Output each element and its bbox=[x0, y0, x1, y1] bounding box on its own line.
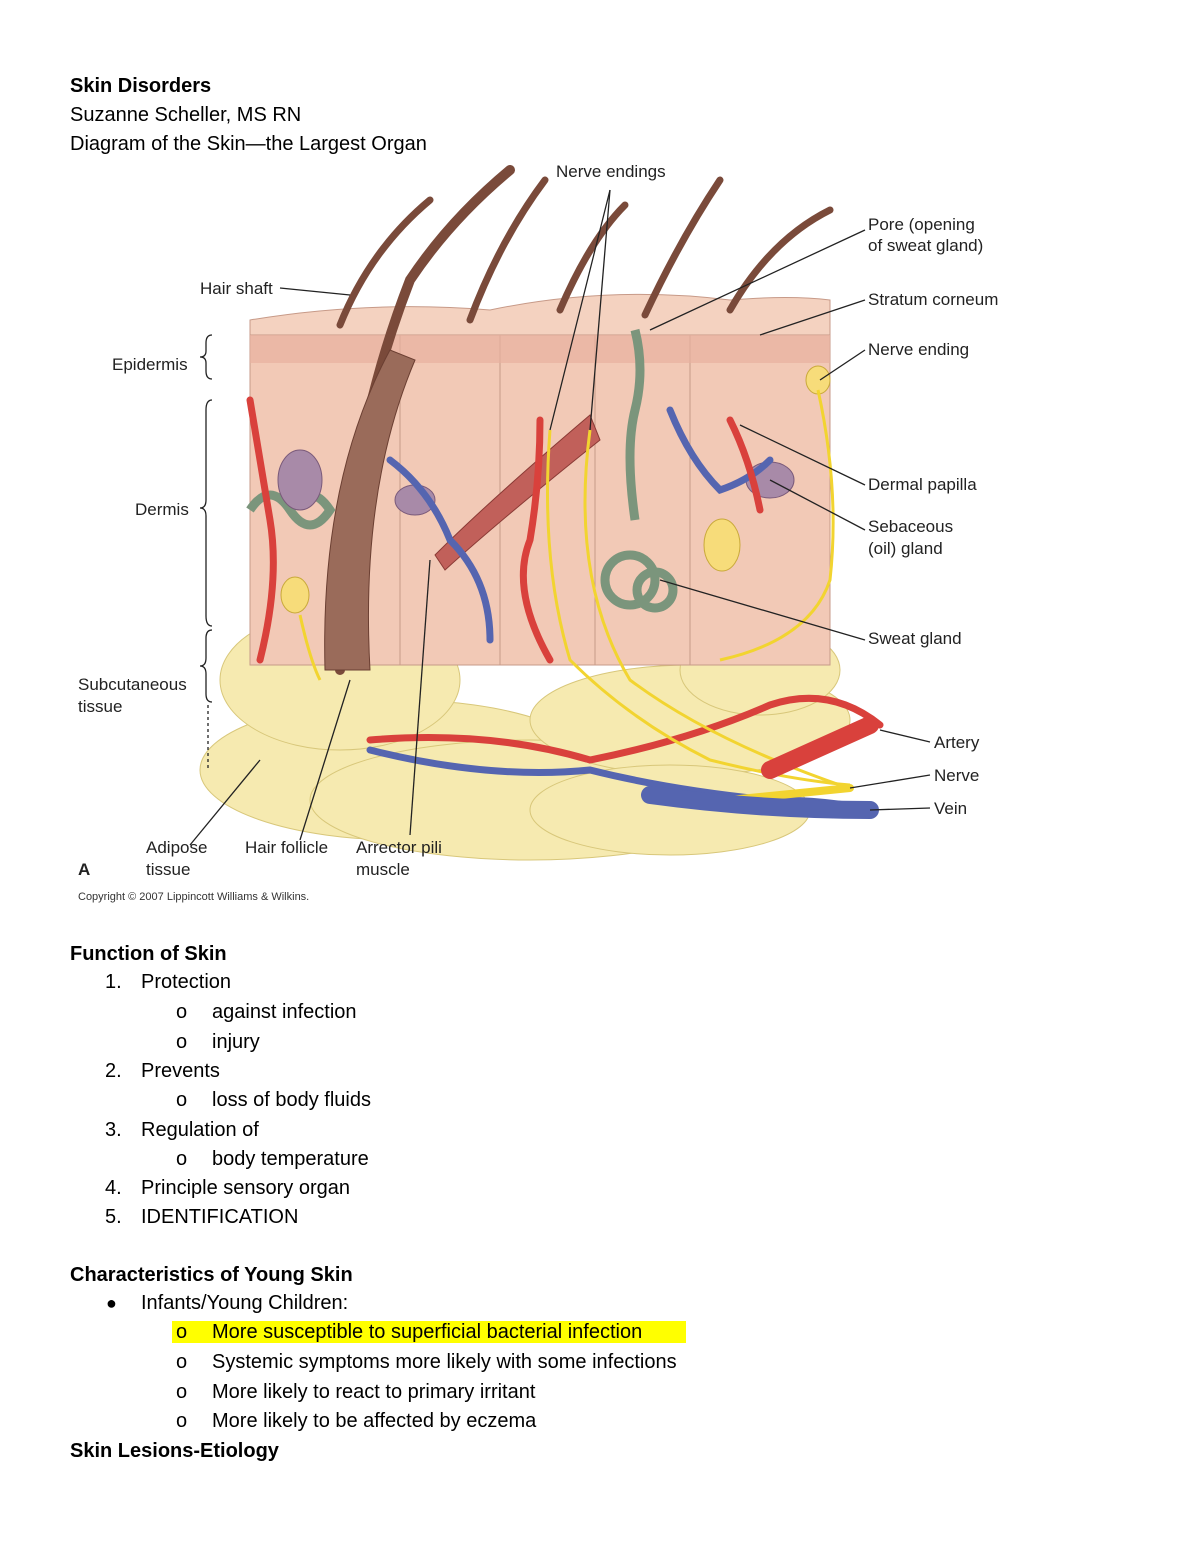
list-item: IDENTIFICATION bbox=[141, 1206, 299, 1228]
nerve-ending-bodies bbox=[280, 365, 831, 614]
highlighted-list-subitem: o More susceptible to superficial bacter… bbox=[172, 1321, 686, 1343]
label-nerve-endings: Nerve endings bbox=[556, 162, 666, 181]
list-subitem: More likely to react to primary irritant bbox=[212, 1381, 536, 1403]
list-number: 2. bbox=[105, 1060, 122, 1082]
label-sweat-gland: Sweat gland bbox=[868, 629, 962, 648]
list-item: Infants/Young Children: bbox=[141, 1292, 349, 1314]
circle-bullet-icon: o bbox=[176, 1148, 188, 1170]
section-heading-lesions: Skin Lesions-Etiology bbox=[70, 1440, 279, 1462]
vessel-tubes bbox=[641, 716, 879, 819]
list-subitem: More likely to be affected by eczema bbox=[212, 1410, 537, 1432]
label-pore-1: Pore (opening bbox=[868, 215, 975, 234]
section-heading-young-skin: Characteristics of Young Skin bbox=[70, 1264, 353, 1286]
copyright-notice: Copyright © 2007 Lippincott Williams & W… bbox=[78, 891, 309, 903]
circle-bullet-icon: o bbox=[176, 1410, 188, 1432]
label-adipose-1: Adipose bbox=[146, 838, 207, 857]
label-epidermis: Epidermis bbox=[112, 355, 188, 374]
label-artery: Artery bbox=[934, 733, 980, 752]
label-vein: Vein bbox=[934, 799, 967, 818]
list-subitem: loss of body fluids bbox=[212, 1089, 371, 1111]
label-nerve: Nerve bbox=[934, 766, 979, 785]
circle-bullet-icon: o bbox=[176, 1321, 188, 1343]
label-arrector-1: Arrector pili bbox=[356, 838, 442, 857]
list-subitem: Systemic symptoms more likely with some … bbox=[212, 1351, 677, 1373]
list-number: 5. bbox=[105, 1206, 122, 1228]
list-subitem: body temperature bbox=[212, 1148, 369, 1170]
label-pore-2: of sweat gland) bbox=[868, 236, 983, 255]
list-item: Protection bbox=[141, 971, 232, 993]
list-subitem: injury bbox=[212, 1031, 260, 1053]
list-number: 4. bbox=[105, 1177, 122, 1199]
label-dermis: Dermis bbox=[135, 500, 189, 519]
circle-bullet-icon: o bbox=[176, 1089, 188, 1111]
list-item: Prevents bbox=[141, 1060, 220, 1082]
label-hair-shaft: Hair shaft bbox=[200, 279, 273, 298]
list-item: Regulation of bbox=[141, 1119, 259, 1141]
section-heading-function: Function of Skin bbox=[70, 943, 227, 965]
arrector-pili-muscle bbox=[434, 414, 601, 571]
label-dermal-papilla: Dermal papilla bbox=[868, 475, 977, 494]
layer-braces bbox=[199, 334, 213, 770]
label-adipose-2: tissue bbox=[146, 860, 190, 879]
circle-bullet-icon: o bbox=[176, 1351, 188, 1373]
list-item: Principle sensory organ bbox=[141, 1177, 350, 1199]
label-subcutaneous-2: tissue bbox=[78, 697, 122, 716]
circle-bullet-icon: o bbox=[176, 1381, 188, 1403]
leader-lines bbox=[189, 189, 931, 846]
label-nerve-ending: Nerve ending bbox=[868, 340, 969, 359]
label-sebaceous-1: Sebaceous bbox=[868, 517, 953, 536]
label-stratum-corneum: Stratum corneum bbox=[868, 290, 998, 309]
list-subitem: against infection bbox=[212, 1001, 357, 1023]
list-number: 1. bbox=[105, 971, 122, 993]
circle-bullet-icon: o bbox=[176, 1031, 188, 1053]
hair-follicle-shape bbox=[324, 349, 416, 671]
epidermis-surface bbox=[249, 293, 831, 363]
label-subcutaneous-1: Subcutaneous bbox=[78, 675, 187, 694]
document-title: Skin Disorders bbox=[70, 75, 212, 97]
filled-bullet-icon: ● bbox=[106, 1293, 117, 1313]
circle-bullet-icon: o bbox=[176, 1001, 188, 1023]
skin-cross-section-diagram: Nerve endings Pore (opening of sweat gla… bbox=[78, 162, 998, 903]
label-panel-letter: A bbox=[78, 860, 90, 879]
diagram-caption: Diagram of the Skin—the Largest Organ bbox=[70, 133, 427, 155]
label-arrector-2: muscle bbox=[356, 860, 410, 879]
list-number: 3. bbox=[105, 1119, 122, 1141]
label-sebaceous-2: (oil) gland bbox=[868, 539, 943, 558]
label-hair-follicle: Hair follicle bbox=[245, 838, 328, 857]
author-line: Suzanne Scheller, MS RN bbox=[70, 104, 302, 126]
